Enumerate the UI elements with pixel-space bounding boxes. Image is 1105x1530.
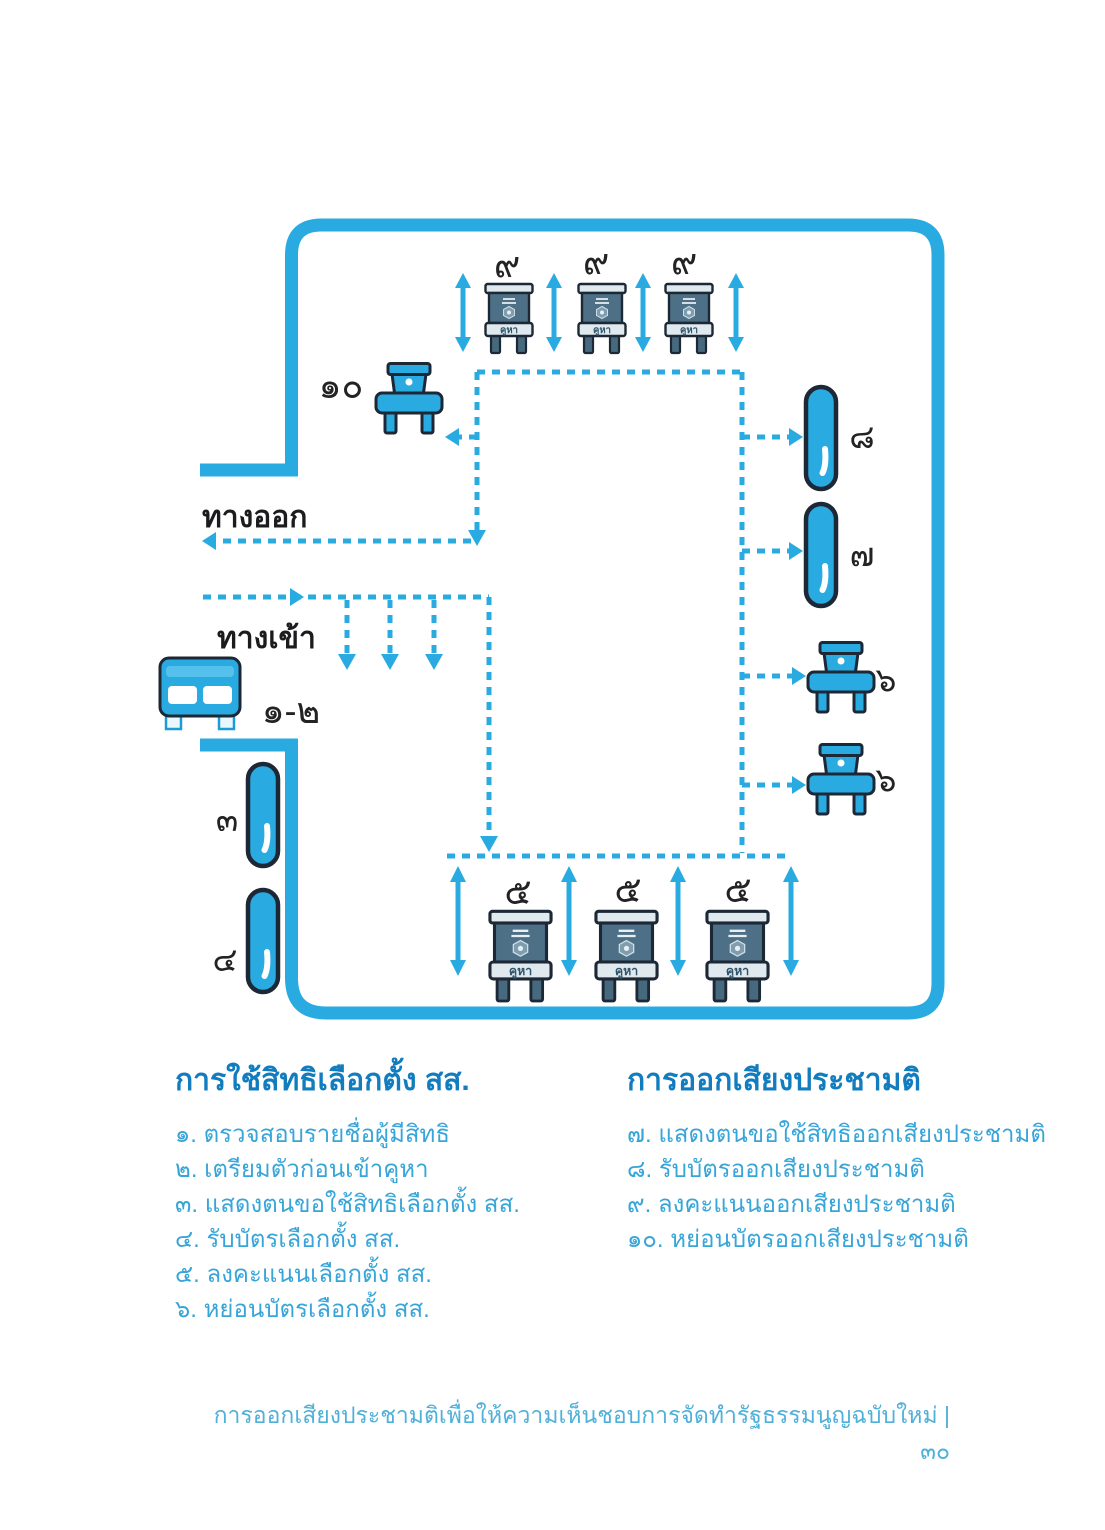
arrow-right-icon: [792, 776, 806, 794]
officer-pill-8: [803, 384, 839, 492]
registration-desk: [158, 656, 242, 731]
voting-booth-top-2: คูหา: [577, 282, 627, 355]
voting-booth-bottom-2: คูหา: [594, 909, 659, 1003]
double-arrow-icon: [783, 866, 799, 976]
arrow-left-icon: [202, 532, 216, 550]
double-arrow-icon: [450, 866, 466, 976]
arrow-down-icon: [338, 654, 356, 670]
legend-item: ๕. ลงคะแนนเลือกตั้ง สส.: [175, 1261, 432, 1288]
double-arrow-icon: [455, 273, 471, 352]
booth-label: คูหา: [509, 964, 532, 979]
double-arrow-icon: [728, 273, 744, 352]
page-footer: การออกเสียงประชามติเพื่อให้ความเห็นชอบกา…: [213, 1402, 950, 1464]
double-arrow-icon: [546, 273, 562, 352]
ballot-box-right-2: [806, 743, 876, 816]
arrow-down-icon: [480, 836, 498, 852]
arrow-right-icon: [789, 428, 803, 446]
step-number-9: ๙: [583, 241, 609, 282]
booth-label: คูหา: [593, 325, 611, 337]
legend-item: ๑. ตรวจสอบรายชื่อผู้มีสิทธิ: [175, 1121, 451, 1148]
arrow-right-icon: [789, 542, 803, 560]
arena-wall: [200, 218, 945, 1020]
legend-item: ๓. แสดงตนขอใช้สิทธิเลือกตั้ง สส.: [175, 1191, 520, 1218]
step-number-4: ๔: [213, 941, 238, 978]
arrow-right-icon: [290, 588, 304, 606]
legend-item: ๒. เตรียมตัวก่อนเข้าคูหา: [175, 1156, 429, 1183]
legend-item: ๖. หย่อนบัตรเลือกตั้ง สส.: [175, 1296, 430, 1323]
ballot-box-exit: [374, 362, 444, 435]
double-arrow-icon: [635, 273, 651, 352]
step-number-9: ๙: [494, 244, 520, 285]
step-number-6: ๖: [876, 661, 897, 698]
step-number-1-2: ๑-๒: [262, 690, 321, 731]
double-arrow-icon: [670, 866, 686, 976]
arrow-down-icon: [425, 654, 443, 670]
legend-item: ๑๐. หย่อนบัตรออกเสียงประชามติ: [627, 1226, 969, 1253]
step-number-5: ๕: [504, 871, 531, 912]
step-number-6: ๖: [876, 761, 897, 798]
step-number-5: ๕: [724, 869, 751, 910]
officer-pill-3: [245, 761, 281, 869]
arrow-right-icon: [792, 667, 806, 685]
exit-label: ทางออก: [202, 501, 307, 534]
voting-booth-bottom-1: คูหา: [488, 909, 553, 1003]
legend-item: ๘. รับบัตรออกเสียงประชามติ: [627, 1156, 925, 1183]
legend-item: ๔. รับบัตรเลือกตั้ง สส.: [175, 1226, 401, 1253]
voting-booth-bottom-3: คูหา: [705, 909, 770, 1003]
legend-item: ๗. แสดงตนขอใช้สิทธิออกเสียงประชามติ: [627, 1121, 1046, 1148]
arrow-down-icon: [468, 530, 486, 546]
legend-election-title: การใช้สิทธิเลือกตั้ง สส.: [175, 1064, 470, 1097]
booth-label: คูหา: [680, 325, 698, 337]
legend-election: การใช้สิทธิเลือกตั้ง สส. ๑. ตรวจสอบรายชื…: [175, 1057, 520, 1327]
officer-pill-7: [803, 501, 839, 609]
flow-path: [203, 369, 796, 859]
floor-plan: คูหา คูหา คูหา คูหา: [158, 218, 945, 1020]
double-arrow-icon: [561, 866, 577, 976]
arrow-left-icon: [445, 428, 459, 446]
voting-booth-top-1: คูหา: [484, 282, 534, 355]
legend-item: ๙. ลงคะแนนออกเสียงประชามติ: [627, 1191, 956, 1218]
step-number-3: ๓: [216, 801, 239, 838]
step-number-8: ๘: [849, 418, 874, 455]
step-number-5: ๕: [614, 869, 641, 910]
entrance-label: ทางเข้า: [217, 622, 316, 655]
ballot-box-right-1: [806, 641, 876, 714]
booth-label: คูหา: [726, 964, 749, 979]
booth-label: คูหา: [500, 325, 518, 337]
arrow-down-icon: [381, 654, 399, 670]
legend-referendum: การออกเสียงประชามติ ๗. แสดงตนขอใช้สิทธิอ…: [627, 1057, 1046, 1257]
step-number-10: ๑๐: [319, 365, 364, 406]
flow-arrowheads: [202, 428, 806, 852]
booth-label: คูหา: [615, 964, 638, 979]
step-number-9: ๙: [671, 241, 697, 282]
step-number-7: ๗: [850, 536, 875, 573]
officer-pill-4: [245, 887, 281, 995]
voting-booth-top-3: คูหา: [664, 282, 714, 355]
legend-referendum-title: การออกเสียงประชามติ: [627, 1064, 921, 1097]
